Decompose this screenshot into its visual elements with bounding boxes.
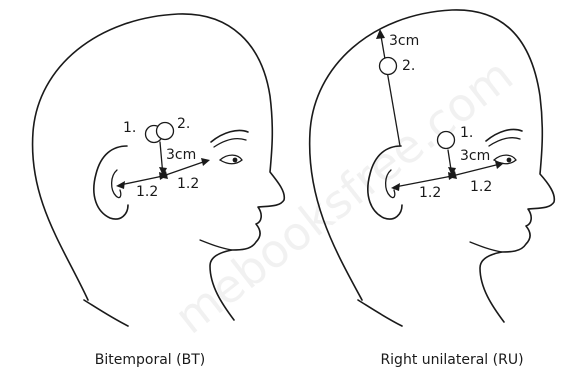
- ear-inner-left: [112, 170, 121, 198]
- electrode-2-left: [157, 123, 174, 140]
- label-electrode-1-left: 1.: [123, 120, 136, 136]
- arrowhead-front-right: [495, 161, 504, 169]
- line-mid-to-canthus-right: [452, 164, 500, 176]
- arrowhead-back-left: [116, 181, 125, 189]
- eye-left: [220, 155, 242, 164]
- arrowhead-front-left: [201, 158, 210, 166]
- watermark: mebooksfree.com: [164, 48, 523, 345]
- label-electrode-2-left: 2.: [177, 116, 190, 132]
- electrode-1-right: [438, 132, 455, 149]
- label-seg-front-left: 1.2: [177, 176, 199, 192]
- label-distance-top-right: 3cm: [389, 33, 419, 49]
- label-distance-right: 3cm: [460, 148, 490, 164]
- label-seg-back-right: 1.2: [419, 185, 441, 201]
- caption-bitemporal: Bitemporal (BT): [95, 352, 205, 368]
- neck-left: [84, 300, 128, 326]
- jaw-left: [200, 240, 232, 250]
- caption-right-unilateral: Right unilateral (RU): [380, 352, 523, 368]
- label-seg-front-right: 1.2: [470, 179, 492, 195]
- panel-bitemporal: 1. 2. 3cm 1.2 1.2 Bitemporal (BT): [33, 14, 285, 368]
- eyebrow-2-left: [214, 139, 246, 147]
- label-electrode-2-right: 2.: [402, 58, 415, 74]
- label-seg-back-left: 1.2: [136, 184, 158, 200]
- line-mid-to-canthus-left: [163, 161, 206, 176]
- pupil-right: [507, 158, 512, 163]
- eyebrow-2-right: [489, 138, 520, 146]
- pupil-left: [233, 158, 238, 163]
- jaw-right: [470, 242, 502, 252]
- electrode-2-right: [380, 58, 397, 75]
- label-distance-left: 3cm: [166, 147, 196, 163]
- label-electrode-1-right: 1.: [460, 125, 473, 141]
- neck-right: [358, 300, 402, 326]
